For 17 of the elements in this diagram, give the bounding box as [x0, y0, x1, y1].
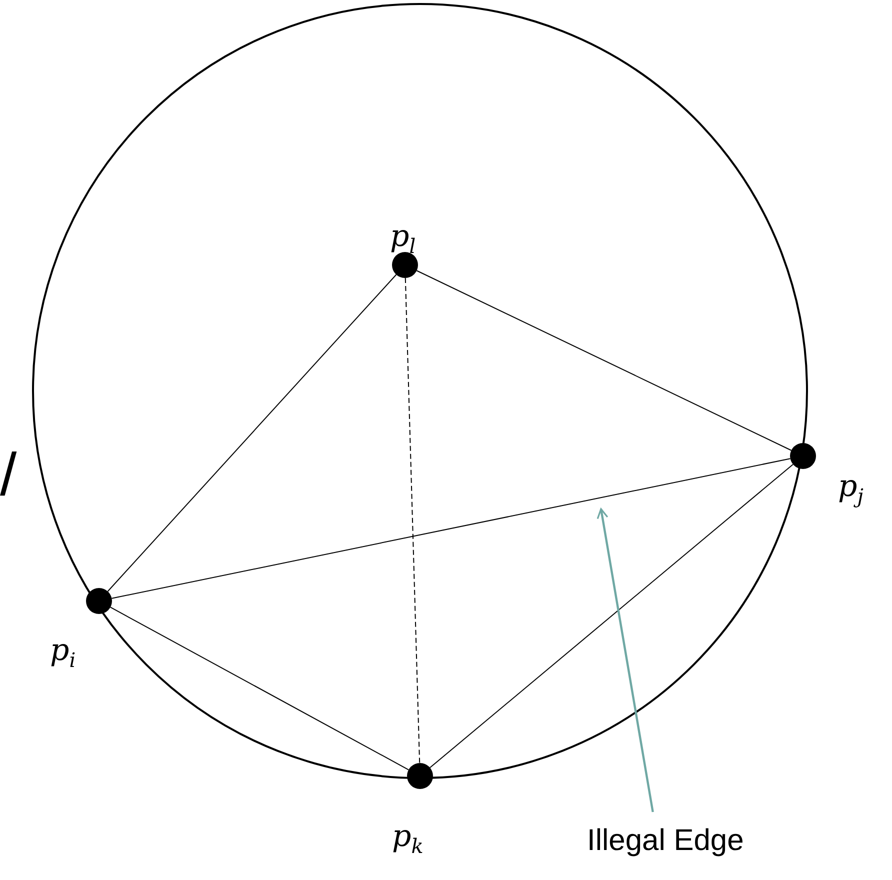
point-marker: [86, 588, 112, 614]
triangle-edge: [107, 274, 397, 592]
point-label: p$_{j}$: [838, 472, 864, 506]
cut-off-glyph: /: [0, 445, 17, 505]
point-marker: [790, 443, 816, 469]
triangle-edge: [110, 606, 410, 770]
leader-arrow: [596, 508, 654, 812]
annotation-text: Illegal Edge: [587, 826, 744, 856]
triangle-edge: [429, 464, 794, 768]
triangle-edge: [416, 270, 792, 451]
point-marker: [407, 763, 433, 789]
point-marker: [392, 252, 418, 278]
point-label: p$_{k}$: [392, 822, 424, 856]
triangle-edge: [404, 278, 420, 764]
triangle-edge: [111, 458, 791, 599]
point-label: p$_{i}$: [50, 636, 76, 670]
point-label: p$_{l}$: [390, 222, 416, 256]
